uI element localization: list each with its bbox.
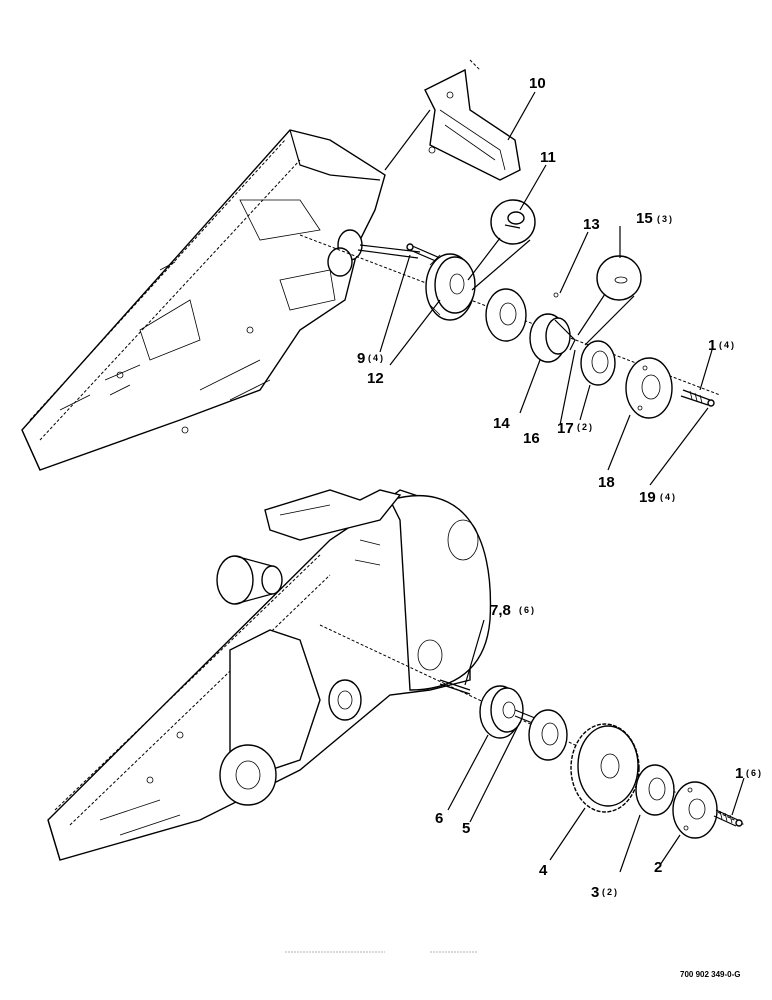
part-1-19-bolt — [680, 389, 715, 407]
svg-text:(4): (4) — [719, 340, 736, 350]
svg-text:4: 4 — [539, 862, 548, 879]
callout-15: 15 (3) — [636, 210, 674, 227]
svg-text:(2): (2) — [577, 422, 594, 432]
svg-text:7,8: 7,8 — [490, 602, 511, 619]
svg-text:1: 1 — [708, 337, 716, 354]
svg-text:17: 17 — [557, 420, 574, 437]
svg-text:1: 1 — [735, 765, 743, 782]
callout-1-lower: 1 (6) — [735, 765, 763, 782]
part-13-washer — [485, 288, 527, 342]
part-11-detail — [467, 199, 536, 291]
callout-7-8: 7,8 (6) — [490, 602, 536, 619]
svg-text:16: 16 — [523, 430, 540, 447]
callout-14: 14 — [493, 415, 510, 432]
upper-header-frame — [21, 129, 421, 471]
part-2-plate — [672, 781, 718, 839]
svg-text:5: 5 — [462, 820, 470, 837]
svg-text:3: 3 — [591, 884, 599, 901]
callout-11: 11 — [540, 149, 556, 166]
part-4-sprocket — [570, 723, 640, 813]
svg-text:2: 2 — [654, 859, 662, 876]
part-10-shield — [384, 59, 521, 181]
callout-18: 18 — [598, 474, 615, 491]
callout-4: 4 — [539, 862, 548, 879]
svg-text:(4): (4) — [660, 492, 677, 502]
callout-6: 6 — [435, 810, 443, 827]
callout-13: 13 — [583, 216, 600, 233]
callout-3: 3 (2) — [591, 884, 619, 901]
callout-2: 2 — [654, 859, 662, 876]
svg-text:14: 14 — [493, 415, 510, 432]
callout-12: 12 — [367, 370, 384, 387]
svg-text:13: 13 — [583, 216, 600, 233]
leader-lines — [379, 91, 745, 873]
part-14-hub — [529, 292, 576, 363]
svg-text:15: 15 — [636, 210, 653, 227]
lower-header-frame — [47, 489, 492, 861]
callout-1-upper: 1 (4) — [708, 337, 736, 354]
part-12-sprocket-plate — [425, 253, 476, 321]
callout-10: 10 — [529, 75, 546, 92]
lower-washer-a — [528, 709, 568, 761]
part-18-plate — [625, 357, 673, 419]
part-15-detail — [577, 255, 642, 346]
part-1-lower-bolt — [713, 809, 743, 827]
figure-number: 700 902 349-0-G — [680, 970, 741, 979]
part-3-washer — [635, 764, 675, 816]
svg-text:(2): (2) — [602, 887, 619, 897]
svg-text:9: 9 — [357, 350, 365, 367]
callout-19: 19 (4) — [639, 489, 677, 506]
svg-text:10: 10 — [529, 75, 546, 92]
part-17-washer — [580, 340, 616, 386]
svg-text:18: 18 — [598, 474, 615, 491]
callout-17: 17 (2) — [557, 420, 594, 437]
callout-5: 5 — [462, 820, 470, 837]
part-9-bolt — [406, 243, 441, 263]
svg-text:11: 11 — [540, 149, 556, 166]
svg-text:(3): (3) — [657, 214, 674, 224]
svg-text:(6): (6) — [746, 768, 763, 778]
svg-text:(4): (4) — [368, 353, 385, 363]
callout-16: 16 — [523, 430, 540, 447]
part-7-8-key — [439, 679, 471, 695]
svg-text:(6): (6) — [519, 605, 536, 615]
svg-text:6: 6 — [435, 810, 443, 827]
svg-text:19: 19 — [639, 489, 656, 506]
svg-text:12: 12 — [367, 370, 384, 387]
callout-9: 9 (4) — [357, 350, 385, 367]
